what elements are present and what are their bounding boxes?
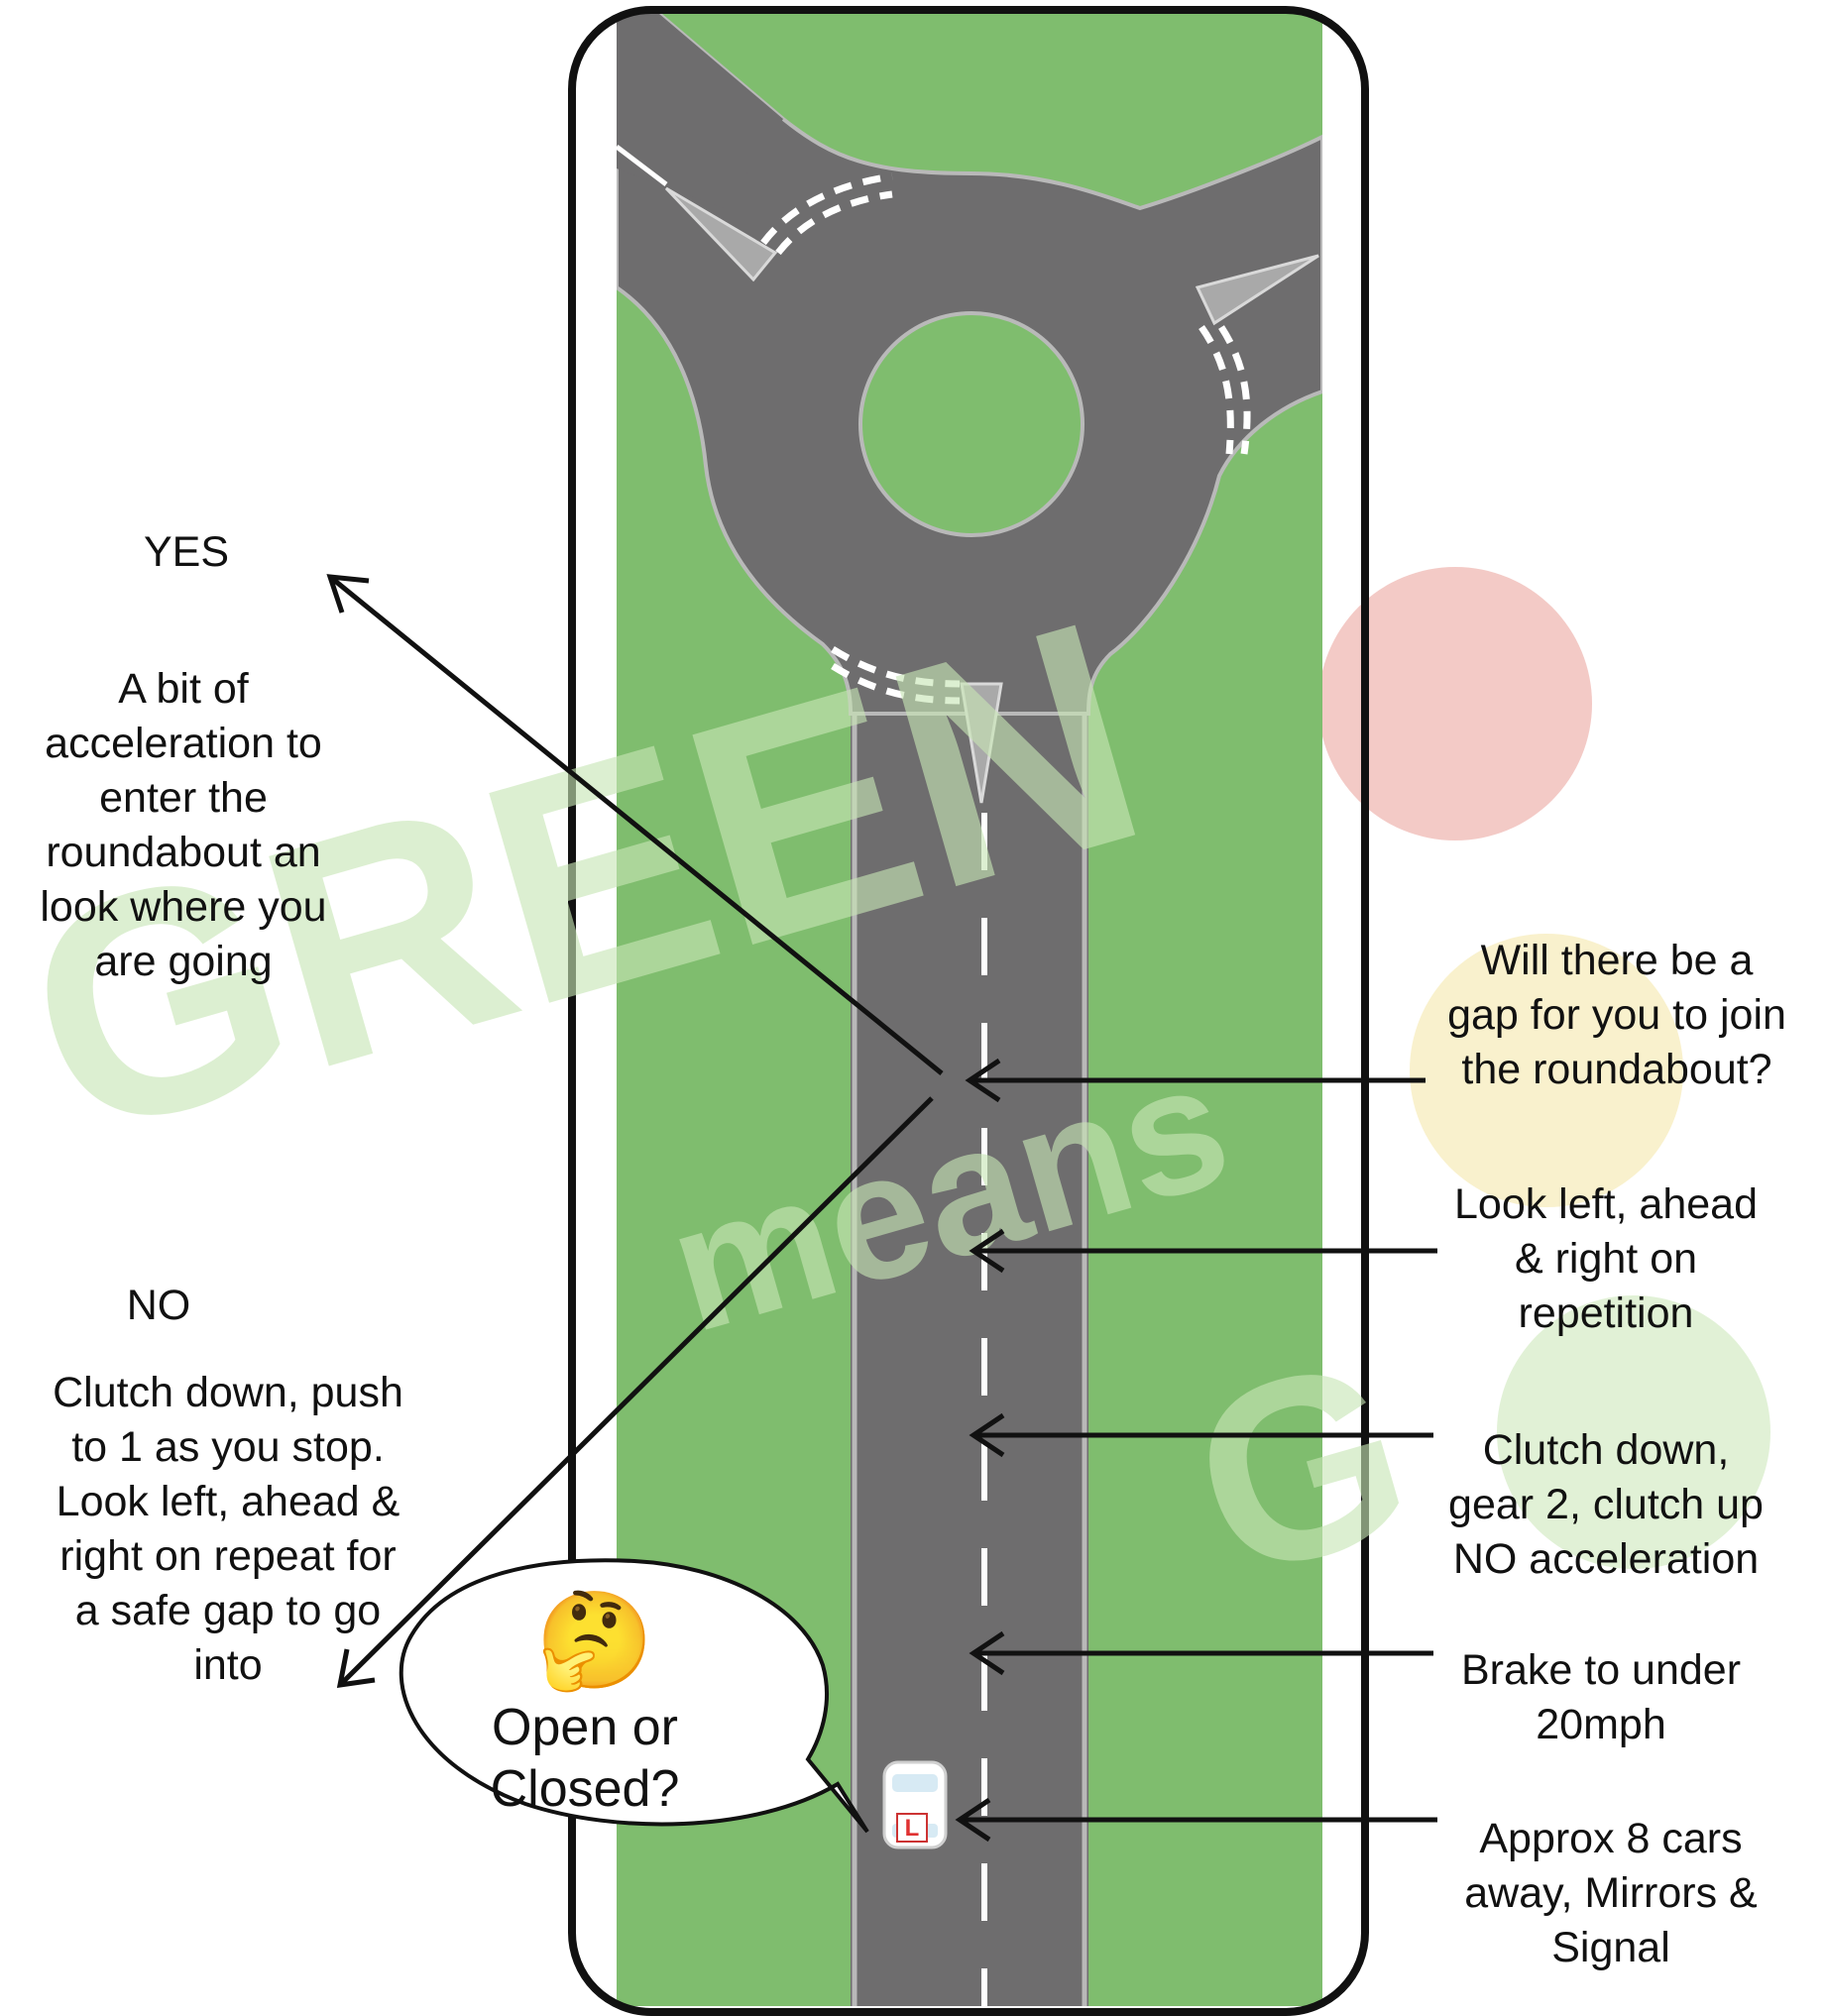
instruction-arrows	[955, 1058, 1437, 1843]
phone-frame	[568, 6, 1369, 2016]
clutch-instruction: Clutch down, gear 2, clutch up NO accele…	[1398, 1423, 1814, 1587]
yes-line-3: enter the	[99, 774, 268, 822]
l-plate	[896, 1813, 928, 1843]
approx-instruction: Approx 8 cars away, Mirrors & Signal	[1408, 1812, 1814, 1975]
bubble-line-2: Closed?	[490, 1760, 680, 1818]
road-scene: L	[617, 14, 1322, 2006]
yes-instructions: A bit of acceleration to enter the round…	[10, 662, 357, 989]
thinking-face-icon: 🤔	[535, 1585, 654, 1696]
gap-line-3: the roundabout?	[1461, 1046, 1772, 1093]
yes-line-6: are going	[94, 938, 273, 985]
no-line-4: right on repeat for	[59, 1532, 397, 1580]
splitter-island-left	[664, 186, 778, 282]
look-line-1: Look left, ahead	[1453, 1180, 1759, 1228]
no-line-5: a safe gap to go	[74, 1587, 382, 1634]
look-line-3: repetition	[1518, 1289, 1694, 1337]
brake-instruction: Brake to under 20mph	[1408, 1643, 1794, 1752]
approx-line-3: Signal	[1551, 1924, 1670, 1971]
no-line-1: Clutch down, push	[53, 1369, 403, 1416]
approx-line-1: Approx 8 cars	[1479, 1815, 1743, 1862]
clutch-line-3: NO acceleration	[1452, 1535, 1760, 1583]
speech-bubble	[399, 1558, 869, 1834]
no-line-6: into	[193, 1641, 263, 1689]
yes-line-2: acceleration to	[45, 720, 322, 767]
learner-car: L	[882, 1760, 948, 1849]
watermark-amber-circle	[1410, 934, 1683, 1207]
gap-line-1: Will there be a	[1480, 937, 1754, 984]
no-heading: NO	[126, 1282, 191, 1329]
splitter-island-bottom	[960, 682, 1003, 804]
no-line-3: Look left, ahead &	[56, 1478, 400, 1525]
no-arrow	[338, 1096, 934, 1687]
clutch-line-1: Clutch down,	[1482, 1426, 1730, 1474]
yes-arrow	[328, 575, 944, 1075]
no-line-2: to 1 as you stop.	[71, 1423, 385, 1471]
brake-line-1: Brake to under	[1460, 1646, 1742, 1694]
watermark-green-circle	[1497, 1295, 1770, 1569]
central-island	[858, 311, 1084, 537]
yes-line-5: look where you	[40, 883, 327, 931]
splitter-island-right	[1195, 254, 1319, 326]
clutch-line-2: gear 2, clutch up	[1448, 1481, 1764, 1528]
bubble-line-1: Open or	[492, 1699, 678, 1756]
gap-line-2: gap for you to join	[1447, 991, 1786, 1039]
brake-line-2: 20mph	[1536, 1701, 1666, 1748]
yes-line-4: roundabout an	[46, 829, 321, 876]
watermark-red-circle	[1318, 567, 1592, 840]
decision-arrows	[326, 574, 944, 1688]
no-instructions: Clutch down, push to 1 as you stop. Look…	[20, 1366, 436, 1693]
look-instruction: Look left, ahead & right on repetition	[1408, 1177, 1804, 1341]
yes-line-1: A bit of	[118, 665, 249, 713]
look-line-2: & right on	[1514, 1235, 1698, 1283]
l-plate-letter: L	[905, 1815, 920, 1842]
approx-line-2: away, Mirrors &	[1464, 1869, 1758, 1917]
gap-question: Will there be a gap for you to join the …	[1408, 934, 1826, 1097]
yes-heading: YES	[143, 528, 230, 576]
